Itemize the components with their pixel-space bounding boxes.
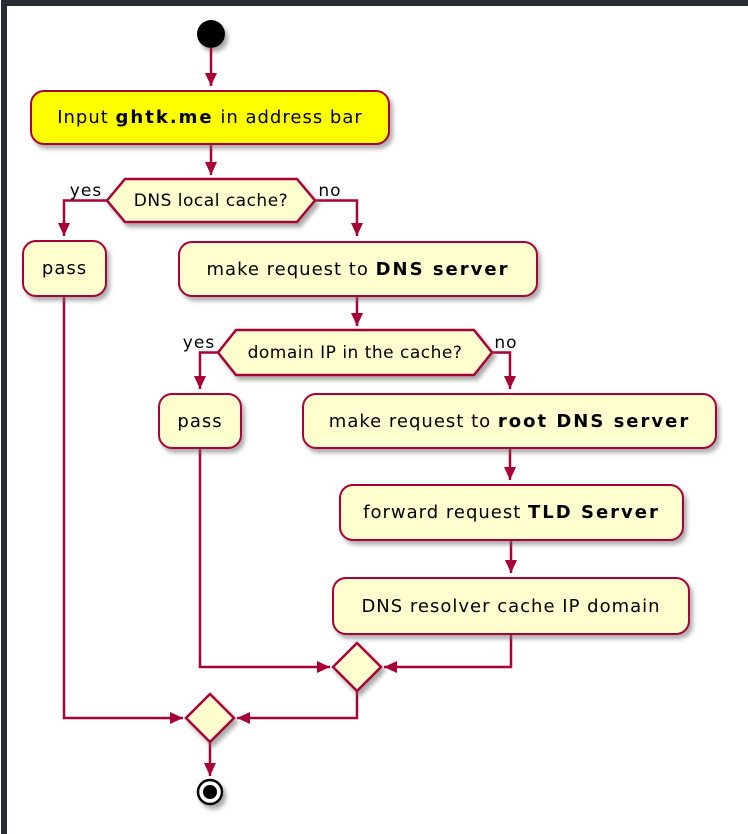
arrow-pass1-to-merge2	[62, 297, 183, 724]
activity-text-bold: root DNS server	[497, 410, 691, 432]
decision2-no-label: no	[494, 333, 518, 353]
activity-text: pass	[41, 258, 88, 279]
frame-top-edge	[1, 0, 748, 6]
activity-text-bold: TLD Server	[528, 502, 660, 523]
activity-pass-cache: pass	[158, 393, 242, 449]
start-node	[197, 20, 225, 48]
activity-pass-local: pass	[22, 240, 107, 297]
arrow-resolver-to-merge1	[384, 635, 513, 673]
arrow-decision1-no	[315, 199, 363, 236]
merge-diamond-2	[184, 692, 236, 744]
activity-text: DNS resolver cache IP domain	[361, 595, 661, 617]
flow-arrows	[58, 48, 517, 776]
activity-request-root-dns: make request to root DNS server	[302, 393, 717, 449]
decision1-yes-label: yes	[69, 181, 103, 201]
arrow-decision2-no	[492, 351, 516, 389]
end-node	[196, 778, 224, 806]
activity-text: forward request	[363, 502, 529, 523]
decision2-yes-label: yes	[182, 333, 216, 353]
activity-text: make request to	[328, 410, 498, 432]
activity-text: Input	[57, 107, 116, 128]
arrow-decision1-yes	[58, 199, 107, 236]
activity-text: pass	[177, 410, 223, 432]
activity-input-address-bar: Input ghtk.me in address bar	[30, 90, 390, 145]
decision1-no-label: no	[318, 181, 342, 201]
activity-text: in address bar	[213, 107, 363, 128]
merge-diamond-1	[331, 641, 383, 693]
decision1-question: DNS local cache?	[133, 191, 289, 211]
frame-left-edge	[1, 0, 7, 834]
activity-text-bold: DNS server	[375, 258, 510, 280]
decision-domain-ip-in-cache	[216, 328, 494, 377]
activity-resolver-cache-ip: DNS resolver cache IP domain	[332, 577, 690, 635]
activity-text-bold: ghtk.me	[115, 107, 214, 128]
decision2-question: domain IP in the cache?	[247, 343, 463, 363]
decision-dns-local-cache	[105, 177, 317, 224]
arrow-decision2-yes	[194, 351, 218, 389]
arrow-pass2-to-merge1	[198, 449, 330, 673]
activity-text: make request to	[206, 258, 376, 280]
activity-request-dns-server: make request to DNS server	[178, 241, 538, 297]
arrow-merge1-to-merge2	[237, 691, 359, 724]
activity-forward-tld-server: forward request TLD Server	[339, 484, 684, 541]
